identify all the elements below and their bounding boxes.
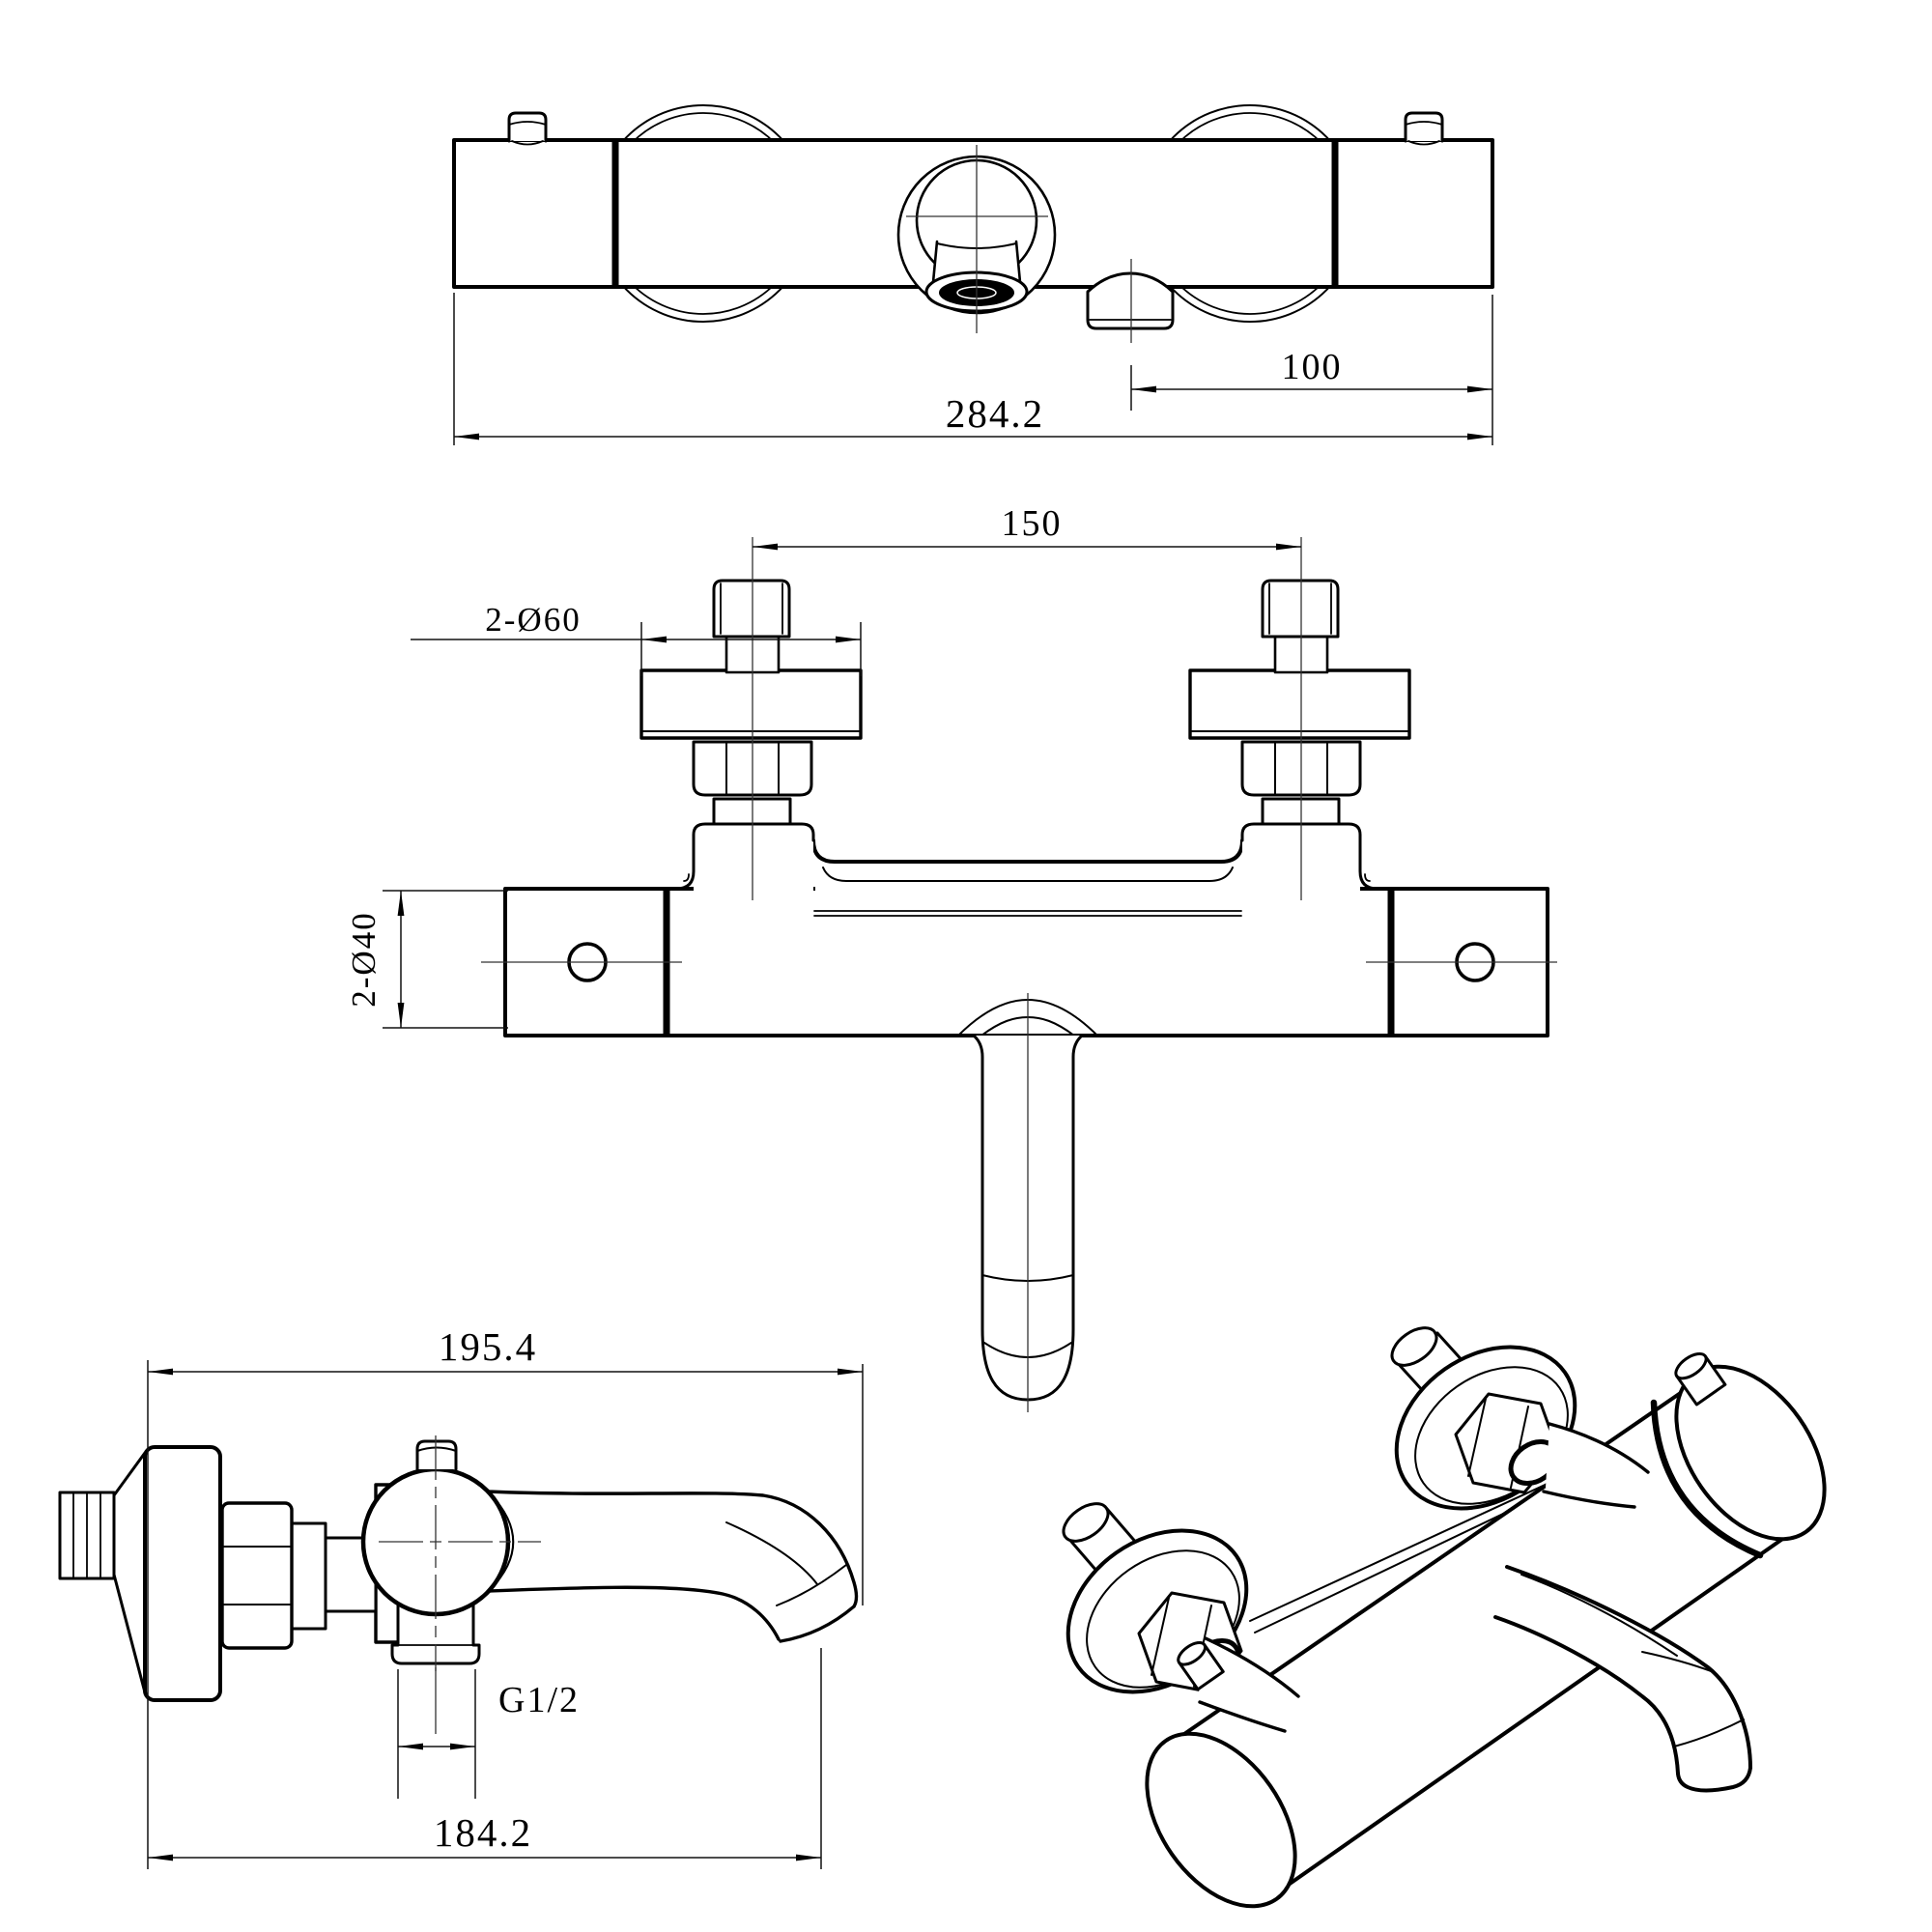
connector-b bbox=[1390, 1326, 1577, 1511]
spout-side bbox=[486, 1490, 859, 1643]
escutcheon-front bbox=[1188, 668, 1411, 740]
eccentric-head bbox=[1261, 579, 1340, 639]
front-view: 150 2-Ø60 2-Ø40 bbox=[345, 503, 1557, 1412]
cap-seam bbox=[1650, 1399, 1764, 1559]
dim-label-100: 100 bbox=[1282, 347, 1343, 387]
left-knob bbox=[507, 111, 548, 146]
bridge-web bbox=[811, 838, 1244, 864]
button-left bbox=[1177, 1641, 1225, 1691]
left-union bbox=[639, 579, 863, 826]
top-view: 100 284.2 bbox=[452, 104, 1494, 445]
left-end-cap bbox=[1145, 1731, 1297, 1909]
button-right bbox=[1674, 1351, 1727, 1406]
right-union bbox=[1188, 579, 1411, 826]
left-riser bbox=[674, 822, 815, 898]
dim-body-diameter: 2-Ø40 bbox=[345, 890, 508, 1029]
union-nut-side bbox=[220, 1501, 294, 1650]
escutcheon-front bbox=[639, 668, 863, 740]
dim-overall-depth: 195.4 bbox=[147, 1324, 864, 1869]
dim-label-150: 150 bbox=[1002, 503, 1063, 544]
dim-connection-centers: 150 bbox=[753, 503, 1301, 551]
side-view: 195.4 G1/2 184.2 bbox=[58, 1324, 864, 1869]
dim-label-2d40: 2-Ø40 bbox=[345, 911, 383, 1007]
wall-thread bbox=[58, 1491, 116, 1580]
right-knob bbox=[1404, 111, 1444, 146]
eccentric-head bbox=[712, 579, 791, 639]
dim-spout-depth: 184.2 bbox=[148, 1648, 822, 1869]
dim-label-284-2: 284.2 bbox=[946, 391, 1044, 436]
dim-outlet-to-end: 100 bbox=[1130, 295, 1493, 445]
dim-label-g12: G1/2 bbox=[498, 1680, 580, 1720]
eccentric-cone bbox=[112, 1451, 147, 1694]
neck-b bbox=[1542, 1422, 1655, 1512]
spout-3d bbox=[1493, 1565, 1752, 1793]
dim-label-184-2: 184.2 bbox=[434, 1810, 532, 1855]
dim-label-2d60: 2-Ø60 bbox=[485, 601, 581, 639]
shower-outlet-top bbox=[1086, 271, 1175, 330]
neck-a bbox=[1198, 1636, 1305, 1733]
knob-side bbox=[415, 1439, 458, 1471]
right-riser bbox=[1240, 822, 1379, 898]
dim-outlet-thread: G1/2 bbox=[397, 1669, 580, 1799]
perspective-view bbox=[1062, 1326, 1827, 1909]
dim-overall-length: 284.2 bbox=[453, 293, 1492, 445]
dim-label-195-4: 195.4 bbox=[439, 1324, 537, 1369]
dim-escutcheon-diameter: 2-Ø60 bbox=[411, 601, 862, 676]
wall-escutcheon-side bbox=[143, 1445, 222, 1702]
